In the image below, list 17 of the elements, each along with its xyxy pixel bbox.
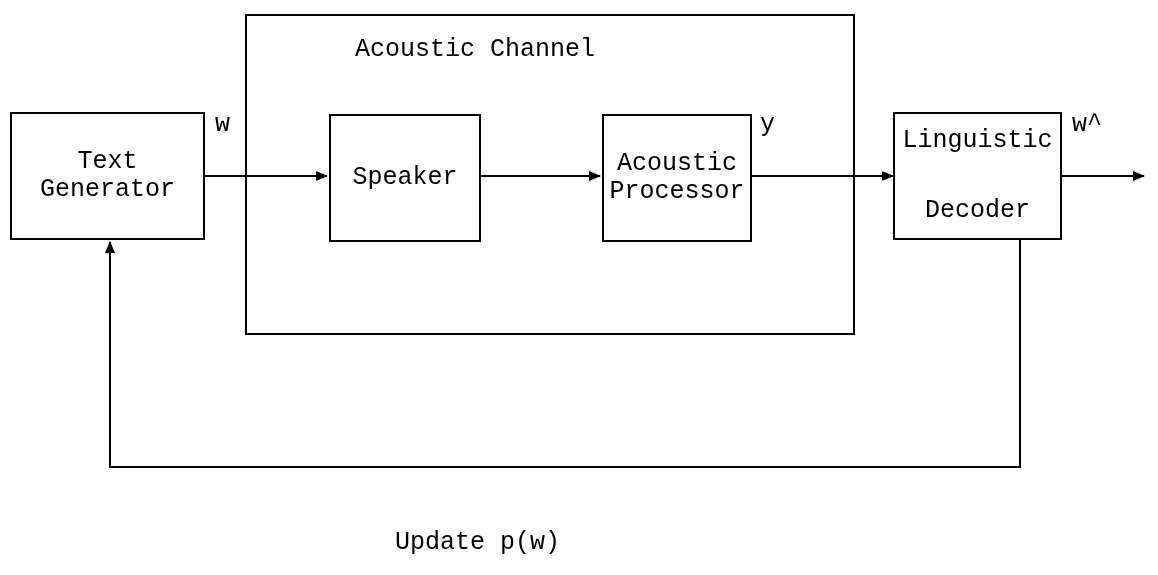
group-title: Acoustic Channel	[354, 36, 595, 64]
process-box	[893, 112, 1062, 240]
box-label: Text Generator	[39, 148, 176, 204]
process-box	[10, 112, 205, 240]
edge-label: w	[215, 111, 230, 139]
arrow	[1061, 171, 1145, 181]
edge-label: y	[760, 111, 775, 139]
process-box	[602, 114, 752, 242]
arrow	[105, 239, 1021, 468]
box-label: Linguistic Decoder	[901, 125, 1054, 227]
edge-label: w^	[1072, 111, 1102, 139]
process-box	[329, 114, 481, 242]
box-label: Speaker	[352, 164, 458, 192]
feedback-note: Update p(w)	[395, 528, 561, 557]
channel-frame	[245, 14, 855, 335]
arrow	[204, 171, 328, 181]
box-label: Acoustic Processor	[608, 150, 746, 206]
